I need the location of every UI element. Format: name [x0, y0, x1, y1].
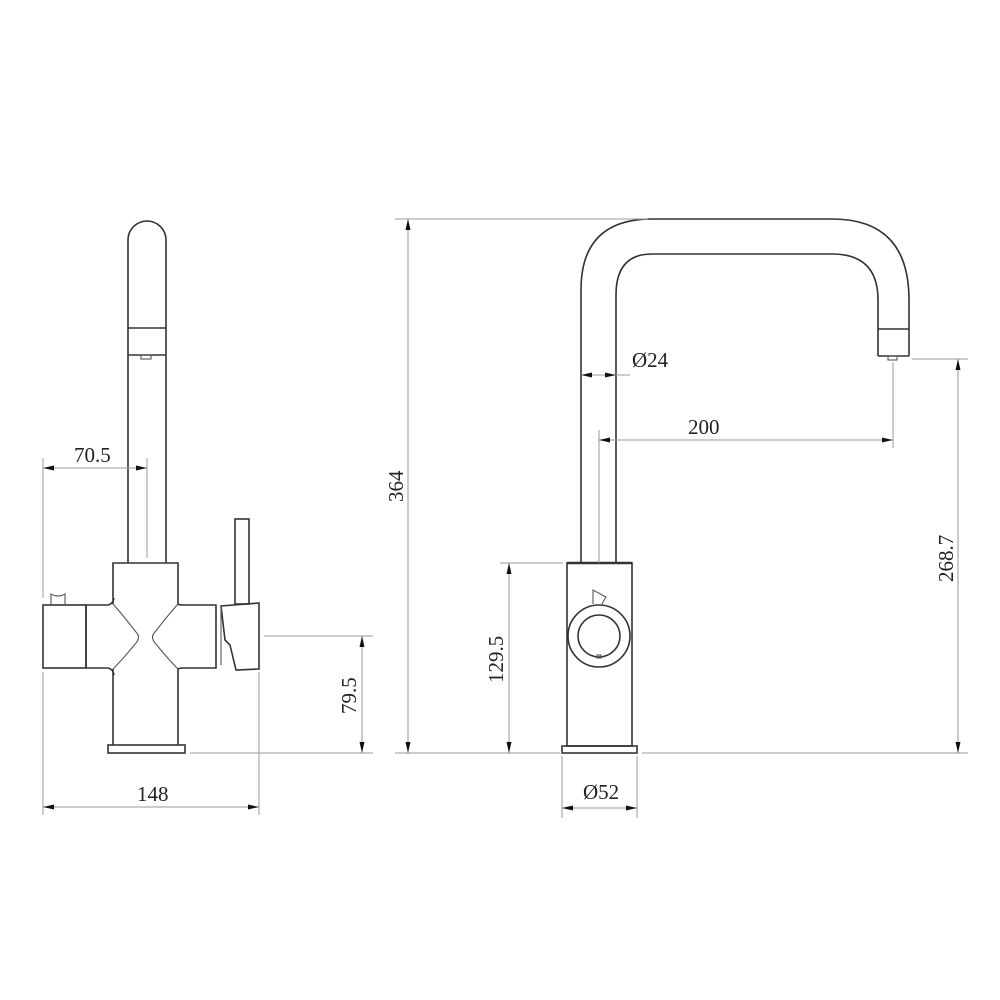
front-spout-inner	[615, 253, 879, 563]
arrow-icon	[136, 465, 147, 471]
arrow-icon	[626, 805, 637, 811]
front-handle-ring-outer	[567, 604, 631, 668]
arrow-icon	[955, 359, 961, 370]
front-handle-notch	[596, 654, 602, 659]
dim-label-outlet-height: 268.7	[934, 535, 958, 582]
side-view: 70.5 148 79.5	[42, 220, 373, 815]
arrow-icon	[359, 636, 365, 647]
arrow-icon	[605, 372, 616, 378]
arrow-icon	[506, 563, 512, 574]
arrow-icon	[955, 742, 961, 753]
dim-label-base-diameter: Ø52	[583, 780, 619, 804]
arrow-icon	[43, 804, 54, 810]
side-lever-stick	[234, 518, 250, 605]
dim-label-overall-height: 364	[384, 470, 408, 502]
side-spout-outlet	[140, 354, 152, 360]
arrow-icon	[405, 219, 411, 230]
arrow-icon	[599, 437, 610, 443]
side-left-collar	[86, 597, 115, 606]
front-indicator-tab	[592, 589, 607, 605]
arrow-icon	[506, 742, 512, 753]
side-waist-left	[112, 603, 140, 670]
arrow-icon	[405, 742, 411, 753]
side-left-cylinder	[42, 604, 87, 669]
dim-label-total-width: 148	[137, 782, 169, 806]
side-left-collar-lower	[86, 667, 115, 676]
front-view: 364 Ø24 200 268.7 129.5 Ø52	[384, 218, 968, 818]
arrow-icon	[562, 805, 573, 811]
side-base-plate	[107, 744, 186, 754]
side-waist-right	[151, 603, 179, 670]
front-spout-outer	[580, 218, 910, 563]
side-spout-tube	[127, 220, 167, 563]
arrow-icon	[43, 465, 54, 471]
side-right-collar	[177, 603, 217, 670]
dim-label-body-height: 129.5	[484, 636, 508, 683]
dim-label-spout-offset: 70.5	[74, 443, 111, 467]
arrow-icon	[581, 372, 592, 378]
arrow-icon	[248, 804, 259, 810]
arrow-icon	[359, 742, 365, 753]
side-left-knob	[50, 593, 66, 605]
dim-label-handle-height: 79.5	[337, 677, 361, 714]
front-handle-ring-inner	[577, 614, 621, 658]
side-body-lower	[112, 669, 179, 745]
dim-label-spout-reach: 200	[688, 415, 720, 439]
side-body-upper	[112, 562, 179, 604]
arrow-icon	[882, 437, 893, 443]
dim-label-spout-diameter: Ø24	[632, 348, 669, 372]
front-base-plate	[561, 745, 638, 754]
side-lever-housing	[220, 602, 260, 671]
front-outlet-aerator	[887, 355, 898, 361]
